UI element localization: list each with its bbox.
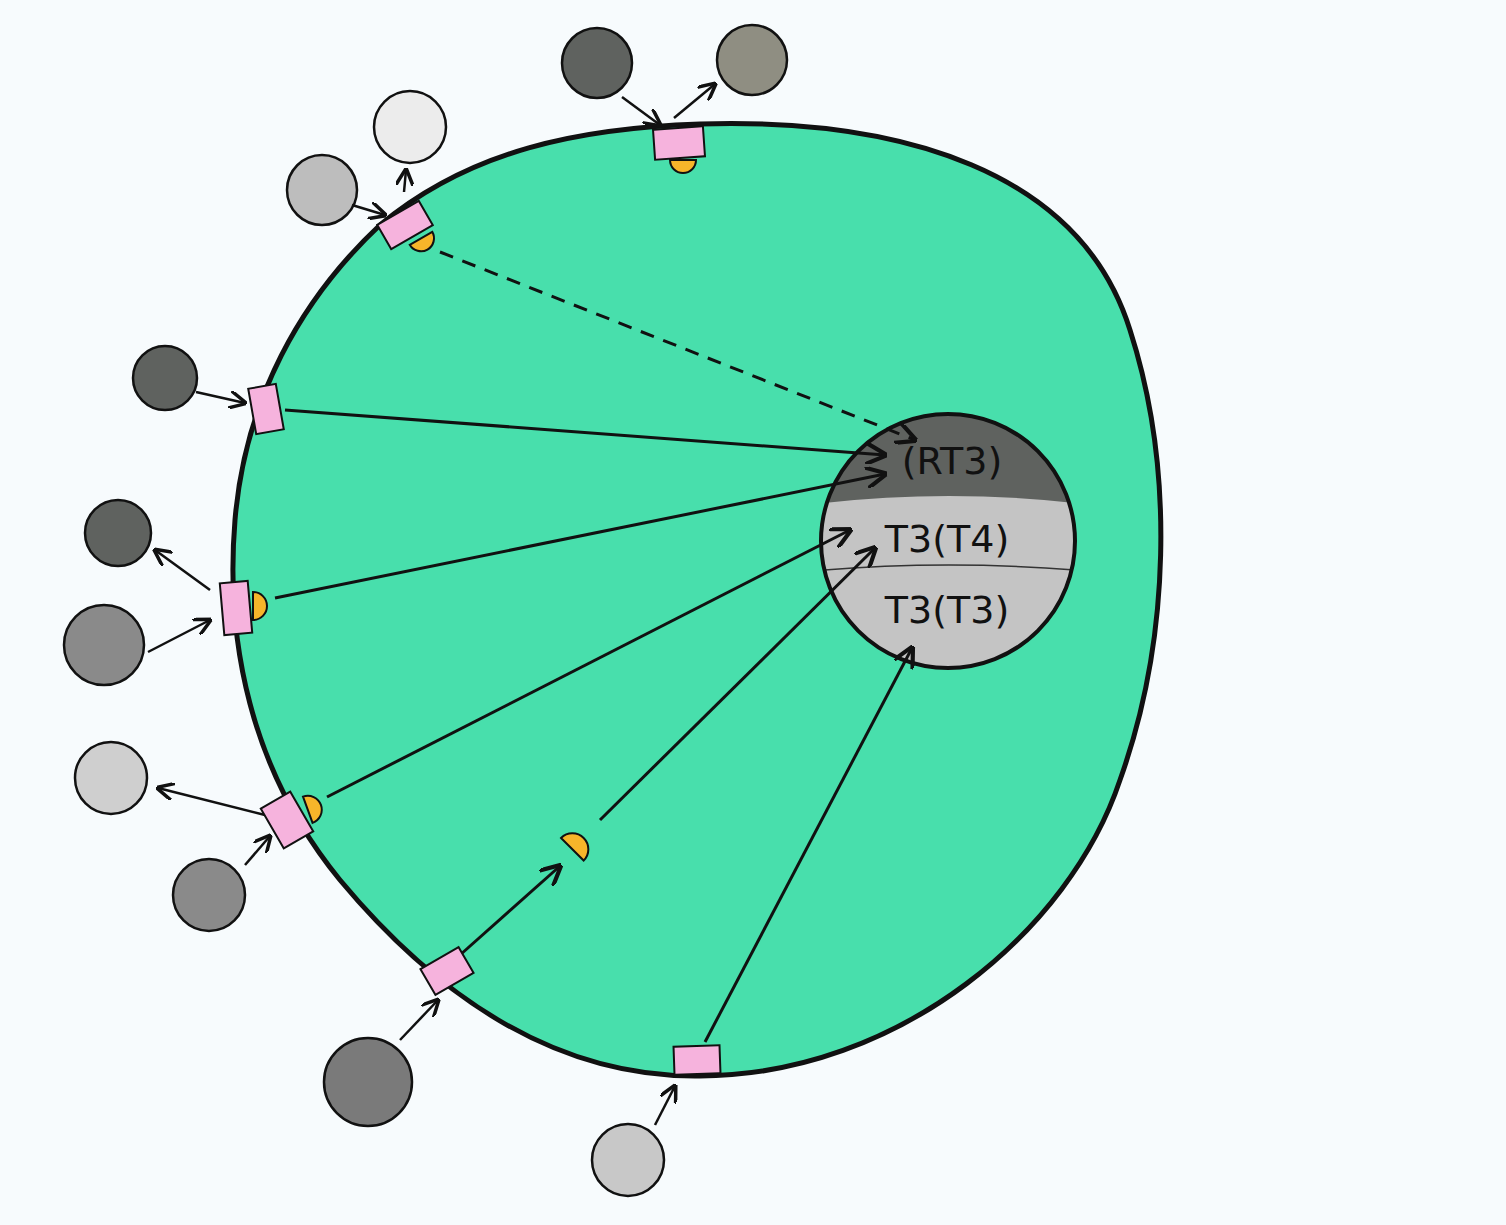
hormone-molecules xyxy=(64,25,787,1196)
nucleus-band: T3(T4) xyxy=(882,518,1012,562)
hormone-label: T3(T4) xyxy=(882,518,1012,562)
hormone-label: (RT3) xyxy=(899,440,1006,484)
nucleus-band: (RT3) xyxy=(899,440,1006,484)
hormone-label: T3(T3) xyxy=(882,589,1012,633)
pathway-lines xyxy=(275,252,915,1042)
membrane-transporters xyxy=(220,126,721,1075)
transport-arrows xyxy=(148,84,715,1125)
nucleus-band: T3(T3) xyxy=(882,589,1012,633)
deiodinase-enzymes xyxy=(253,160,696,861)
cell-membrane xyxy=(233,124,1161,1076)
